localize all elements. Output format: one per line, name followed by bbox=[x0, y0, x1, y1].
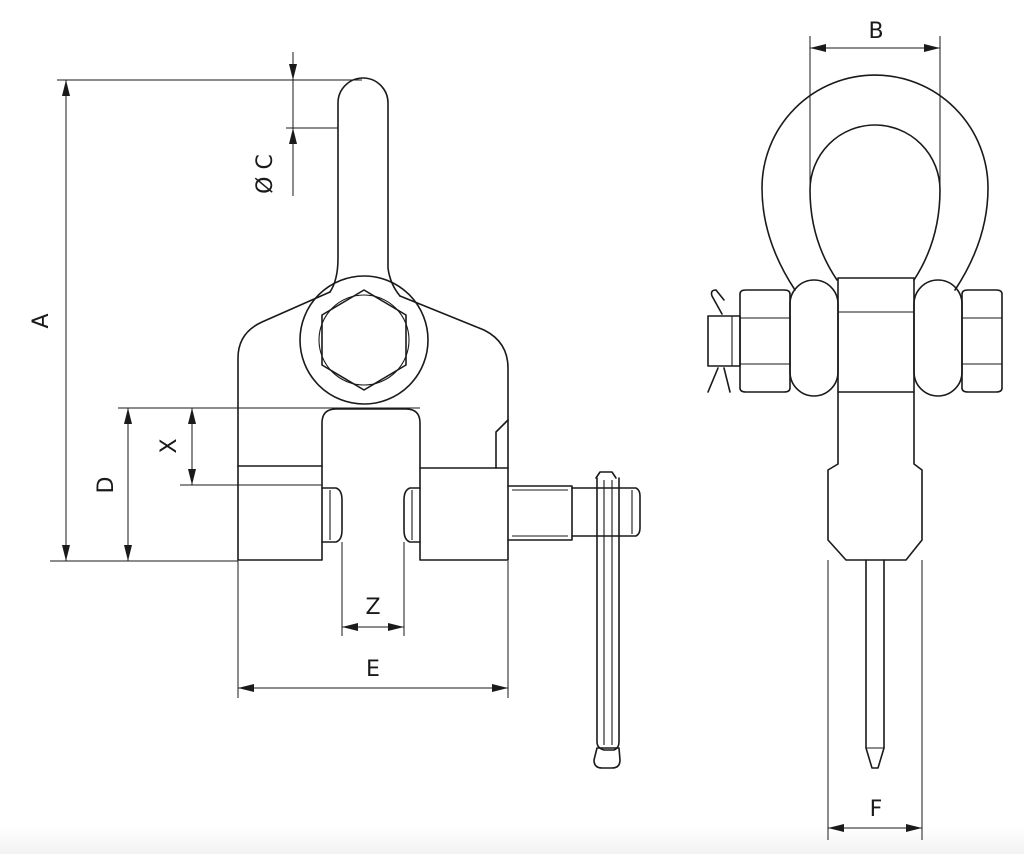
label-f: F bbox=[870, 797, 883, 822]
hex-nut-left bbox=[739, 289, 791, 393]
right-jaw-pad bbox=[403, 487, 421, 543]
shackle-bow bbox=[761, 74, 989, 291]
tommy-bar-cap bbox=[595, 471, 617, 479]
bow-eye-right bbox=[913, 279, 963, 397]
left-jaw-pad bbox=[321, 487, 343, 543]
shackle-pin-center bbox=[837, 277, 915, 393]
label-e: E bbox=[366, 657, 380, 682]
beam-clamp-front-view bbox=[237, 77, 641, 769]
label-b: B bbox=[868, 19, 883, 44]
label-d: D bbox=[94, 477, 119, 494]
shackle-side-view bbox=[707, 74, 1003, 769]
hex-bolt-circle bbox=[318, 294, 410, 386]
screw-spindle bbox=[507, 485, 573, 541]
cotter-pin bbox=[707, 315, 741, 367]
label-c: Ø C bbox=[253, 154, 278, 194]
label-a: A bbox=[29, 313, 54, 328]
lifting-eye bbox=[329, 77, 401, 297]
right-jaw bbox=[419, 467, 509, 561]
label-x: X bbox=[157, 438, 182, 453]
clamp-body bbox=[237, 291, 509, 561]
hex-bolt-head bbox=[321, 289, 407, 391]
shackle-rod bbox=[865, 559, 885, 769]
right-dimensions: B F bbox=[809, 19, 941, 840]
body-step-line bbox=[495, 419, 509, 469]
tommy-bar bbox=[596, 477, 620, 751]
left-dimensions: A Ø C D X Z E bbox=[29, 52, 509, 698]
bottom-fade bbox=[0, 826, 1024, 854]
hex-nut-right bbox=[961, 289, 1003, 393]
pivot-ring bbox=[299, 275, 429, 405]
label-z: Z bbox=[365, 595, 380, 620]
spindle-collar bbox=[571, 487, 641, 537]
bow-eye-left bbox=[789, 279, 839, 397]
shackle-stem bbox=[827, 391, 923, 561]
